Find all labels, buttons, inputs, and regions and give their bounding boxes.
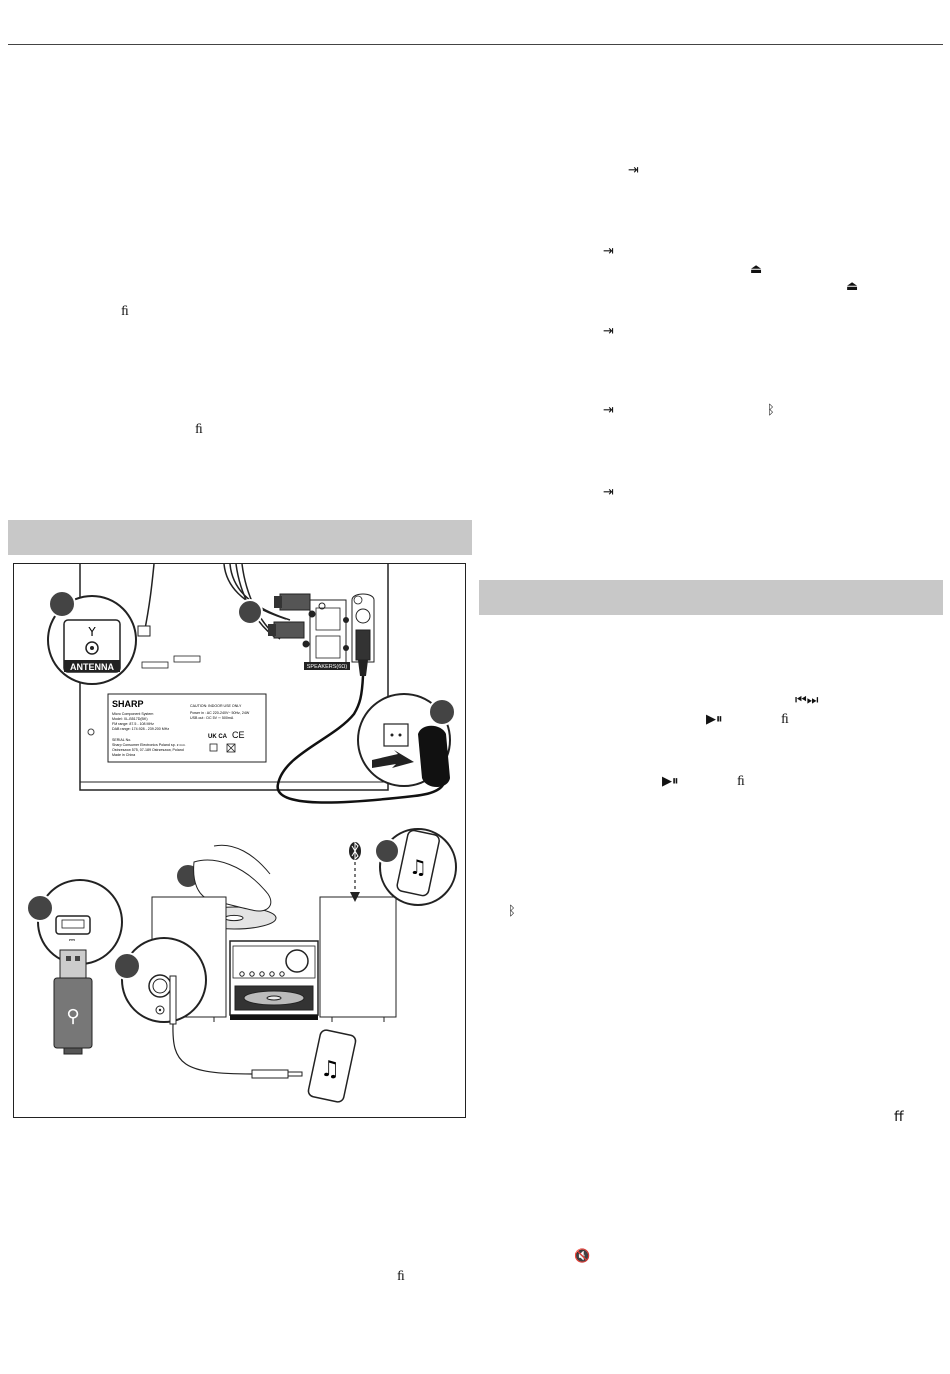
power-plug — [276, 629, 446, 804]
section-header-bar — [8, 520, 472, 555]
svg-text:⚲: ⚲ — [66, 1006, 79, 1027]
svg-text:Ostrzeszow 575, 07-189 Ostrzes: Ostrzeszow 575, 07-189 Ostrzeszow, Polan… — [112, 748, 184, 752]
input-icon: ⇥ — [603, 403, 614, 418]
right-speaker — [319, 896, 397, 1018]
rating-label: SHARP Micro Component System Model: XL-B… — [107, 693, 267, 763]
bluetooth-icon: ᛒ — [508, 904, 516, 919]
fi-ligature: ﬁ — [195, 422, 203, 437]
input-icon: ⇥ — [603, 244, 614, 259]
mute-icon: 🔇 — [574, 1249, 591, 1264]
usb-callout: ⎓ — [26, 879, 123, 965]
svg-text:CAUTION: INDOOR USE ONLY: CAUTION: INDOOR USE ONLY — [190, 704, 242, 708]
fi-ligature: ﬁ — [737, 774, 745, 789]
fi-ligature: ﬁ — [121, 304, 129, 319]
svg-text:FM range: 87.5 - 108 MHz: FM range: 87.5 - 108 MHz — [112, 722, 154, 726]
svg-text:♫: ♫ — [320, 1057, 340, 1082]
speaker-plug-2 — [268, 621, 310, 648]
svg-text:Model: XL-B517D(BK): Model: XL-B517D(BK) — [112, 717, 148, 721]
bluetooth-callout: ♫ — [349, 828, 457, 906]
svg-text:⎓: ⎓ — [69, 935, 76, 944]
svg-text:USB out : DC 5V ⎓ 500mA: USB out : DC 5V ⎓ 500mA — [190, 716, 234, 720]
fi-ligature: ﬁ — [397, 1269, 405, 1284]
svg-text:CE: CE — [232, 730, 245, 740]
prev-next-icon: ⏮⏭ — [795, 693, 819, 708]
speaker-label: SPEAKERS(6Ω) — [307, 664, 348, 670]
ff-ligature: ﬀ — [894, 1110, 904, 1125]
speaker-plug-1 — [274, 593, 316, 618]
aux-callout — [113, 937, 303, 1079]
antenna-label: ANTENNA — [70, 662, 114, 672]
input-icon: ⇥ — [603, 324, 614, 339]
input-icon: ⇥ — [628, 163, 639, 178]
svg-text:Y: Y — [87, 625, 96, 639]
svg-text:DAB range: 174.928 - 239.200 M: DAB range: 174.928 - 239.200 MHz — [112, 727, 169, 731]
eject-icon: ⏏ — [846, 279, 859, 294]
speaker-terminal: SPEAKERS(6Ω) — [304, 599, 350, 670]
play-pause-icon: ▶⏸ — [662, 774, 679, 789]
svg-text:SERIAL No.: SERIAL No. — [112, 738, 131, 742]
main-unit-front — [229, 940, 319, 1020]
aux-phone: ♫ — [307, 1029, 357, 1103]
power-adapter-callout — [357, 693, 456, 787]
svg-text:UK CA: UK CA — [208, 734, 228, 740]
section-header-bar — [479, 580, 943, 615]
header-rule — [8, 44, 943, 45]
usb-stick: ⚲ — [53, 949, 93, 1055]
svg-text:Micro Component System: Micro Component System — [112, 712, 153, 716]
eject-icon: ⏏ — [750, 262, 763, 277]
antenna-callout: Y ANTENNA — [47, 590, 137, 685]
bluetooth-icon: ᛒ — [767, 403, 775, 418]
svg-text:♫: ♫ — [409, 855, 427, 879]
connection-diagram: Y ANTENNA SPEAKERS(6Ω) — [13, 563, 466, 1118]
svg-text:Made in China: Made in China — [112, 753, 135, 757]
input-icon: ⇥ — [603, 485, 614, 500]
svg-text:Sharp Consumer Electronics Pol: Sharp Consumer Electronics Poland sp. z … — [112, 743, 186, 747]
play-pause-icon: ▶⏸ — [706, 712, 723, 727]
svg-text:Power in : AC 220-240V~ 50Hz,: Power in : AC 220-240V~ 50Hz, 24W — [190, 711, 250, 715]
brand-logo: SHARP — [112, 699, 144, 709]
fi-ligature: ﬁ — [781, 712, 789, 727]
